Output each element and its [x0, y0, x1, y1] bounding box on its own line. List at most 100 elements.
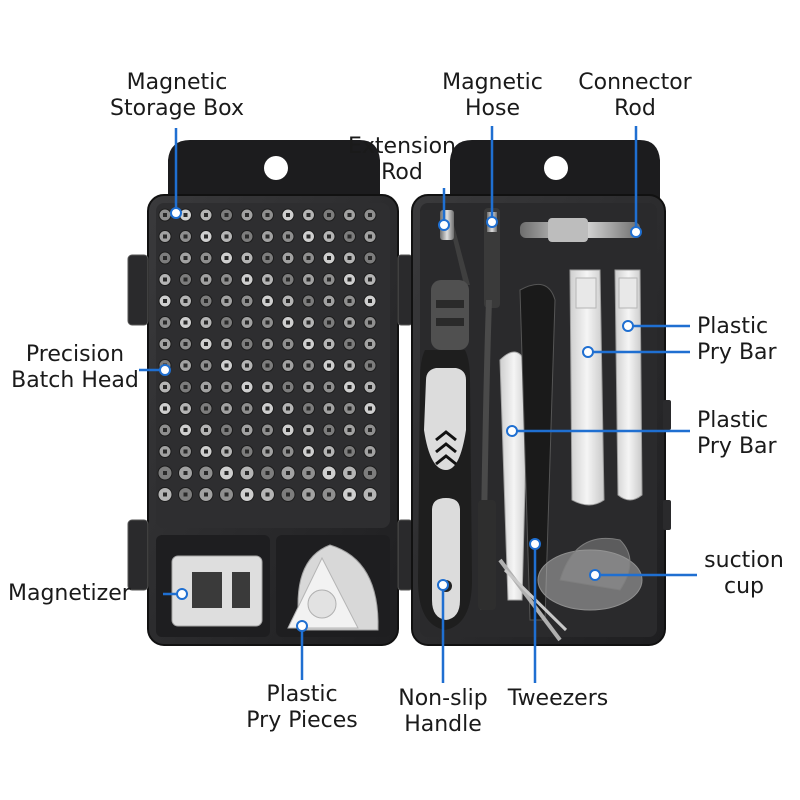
bit-tip — [204, 406, 208, 411]
bit-tip — [183, 406, 188, 411]
bit-tip — [286, 342, 290, 346]
plastic-pry-pieces-shapes — [287, 544, 379, 631]
bit-tip — [265, 320, 270, 325]
label-suction-cup: suction cup — [704, 548, 784, 599]
bit-tip — [183, 277, 188, 282]
screwdriver-shape — [418, 280, 472, 630]
bit-tip — [368, 256, 372, 260]
bit-tip — [163, 320, 167, 325]
bit-tip — [163, 213, 167, 217]
bit-tip — [327, 299, 331, 303]
label-connector-rod: Connector Rod — [578, 70, 692, 121]
bit-tip — [347, 449, 352, 454]
label-magnetizer: Magnetizer — [8, 581, 131, 606]
bit-tip — [306, 492, 311, 497]
bit-tip — [245, 320, 249, 325]
bit-tip — [327, 471, 331, 475]
bit-tip — [183, 449, 188, 454]
bit-tip — [327, 213, 331, 217]
bit-tip — [224, 385, 229, 389]
bit-tip — [347, 342, 352, 346]
bit-tip — [306, 234, 311, 239]
bit-tip — [224, 406, 229, 411]
bit-tip — [265, 256, 270, 260]
bit-tip — [368, 449, 372, 454]
bit-tip — [183, 342, 188, 346]
bit-tip — [368, 406, 372, 411]
bit-tip — [368, 492, 372, 497]
bit-tip — [306, 213, 311, 217]
bit-tip — [265, 277, 270, 282]
bit-tip — [306, 471, 311, 475]
tweezers-shape — [498, 283, 568, 642]
callout-dots — [159, 207, 642, 632]
bit-tip — [265, 385, 270, 389]
bit-tip — [204, 471, 208, 475]
bit-tip — [368, 363, 372, 368]
bit-tip — [368, 234, 372, 239]
bit-tip — [163, 428, 167, 432]
bit-tip — [163, 406, 167, 411]
precision-bit-grid — [157, 208, 378, 502]
bit-tip — [327, 449, 331, 454]
bit-tip — [286, 406, 290, 411]
bit-tip — [265, 471, 270, 475]
bit-tip — [306, 406, 311, 411]
suction-cup-shape — [537, 537, 643, 611]
bit-tip — [327, 363, 331, 368]
bit-tip — [245, 492, 249, 497]
bit-tip — [163, 471, 167, 475]
bit-tip — [286, 471, 290, 475]
bit-tip — [327, 342, 331, 346]
bit-tip — [204, 492, 208, 497]
bit-tip — [286, 363, 290, 368]
bit-tip — [183, 256, 188, 260]
bit-tip — [265, 234, 270, 239]
label-plastic-pry-bar-2: Plastic Pry Bar — [697, 408, 777, 459]
bit-tip — [306, 342, 311, 346]
bit-tip — [204, 213, 208, 217]
bit-tip — [163, 449, 167, 454]
bit-tip — [245, 428, 249, 432]
bit-tip — [265, 213, 270, 217]
bit-tip — [245, 471, 249, 475]
bit-tip — [265, 428, 270, 432]
bit-tip — [183, 471, 188, 475]
bit-tip — [306, 363, 311, 368]
bit-tip — [183, 213, 188, 217]
bit-tip — [204, 385, 208, 389]
bit-tip — [245, 342, 249, 346]
bit-tip — [224, 342, 229, 346]
bit-tip — [245, 406, 249, 411]
bit-tip — [286, 277, 290, 282]
bit-tip — [245, 299, 249, 303]
bit-tip — [224, 492, 229, 497]
bit-tip — [347, 385, 352, 389]
bit-tip — [347, 234, 352, 239]
bit-tip — [306, 320, 311, 325]
bit-tip — [327, 385, 331, 389]
bit-tip — [204, 234, 208, 239]
bit-tip — [347, 213, 352, 217]
bit-tip — [265, 492, 270, 497]
bit-tip — [204, 320, 208, 325]
bit-tip — [224, 363, 229, 368]
bit-tip — [265, 363, 270, 368]
bit-tip — [245, 277, 249, 282]
bit-tip — [224, 277, 229, 282]
bit-tip — [286, 492, 290, 497]
bit-tip — [368, 299, 372, 303]
callout-lines — [139, 126, 697, 683]
bit-tip — [245, 256, 249, 260]
bit-tip — [327, 277, 331, 282]
bit-tip — [306, 256, 311, 260]
label-magnetic-hose: Magnetic Hose — [442, 70, 543, 121]
bit-tip — [368, 385, 372, 389]
label-extension-rod: Extension Rod — [347, 134, 456, 185]
bit-tip — [286, 234, 290, 239]
pry-bar-2-shape — [614, 269, 643, 501]
bit-tip — [224, 428, 229, 432]
bit-tip — [183, 428, 188, 432]
bit-tip — [163, 342, 167, 346]
